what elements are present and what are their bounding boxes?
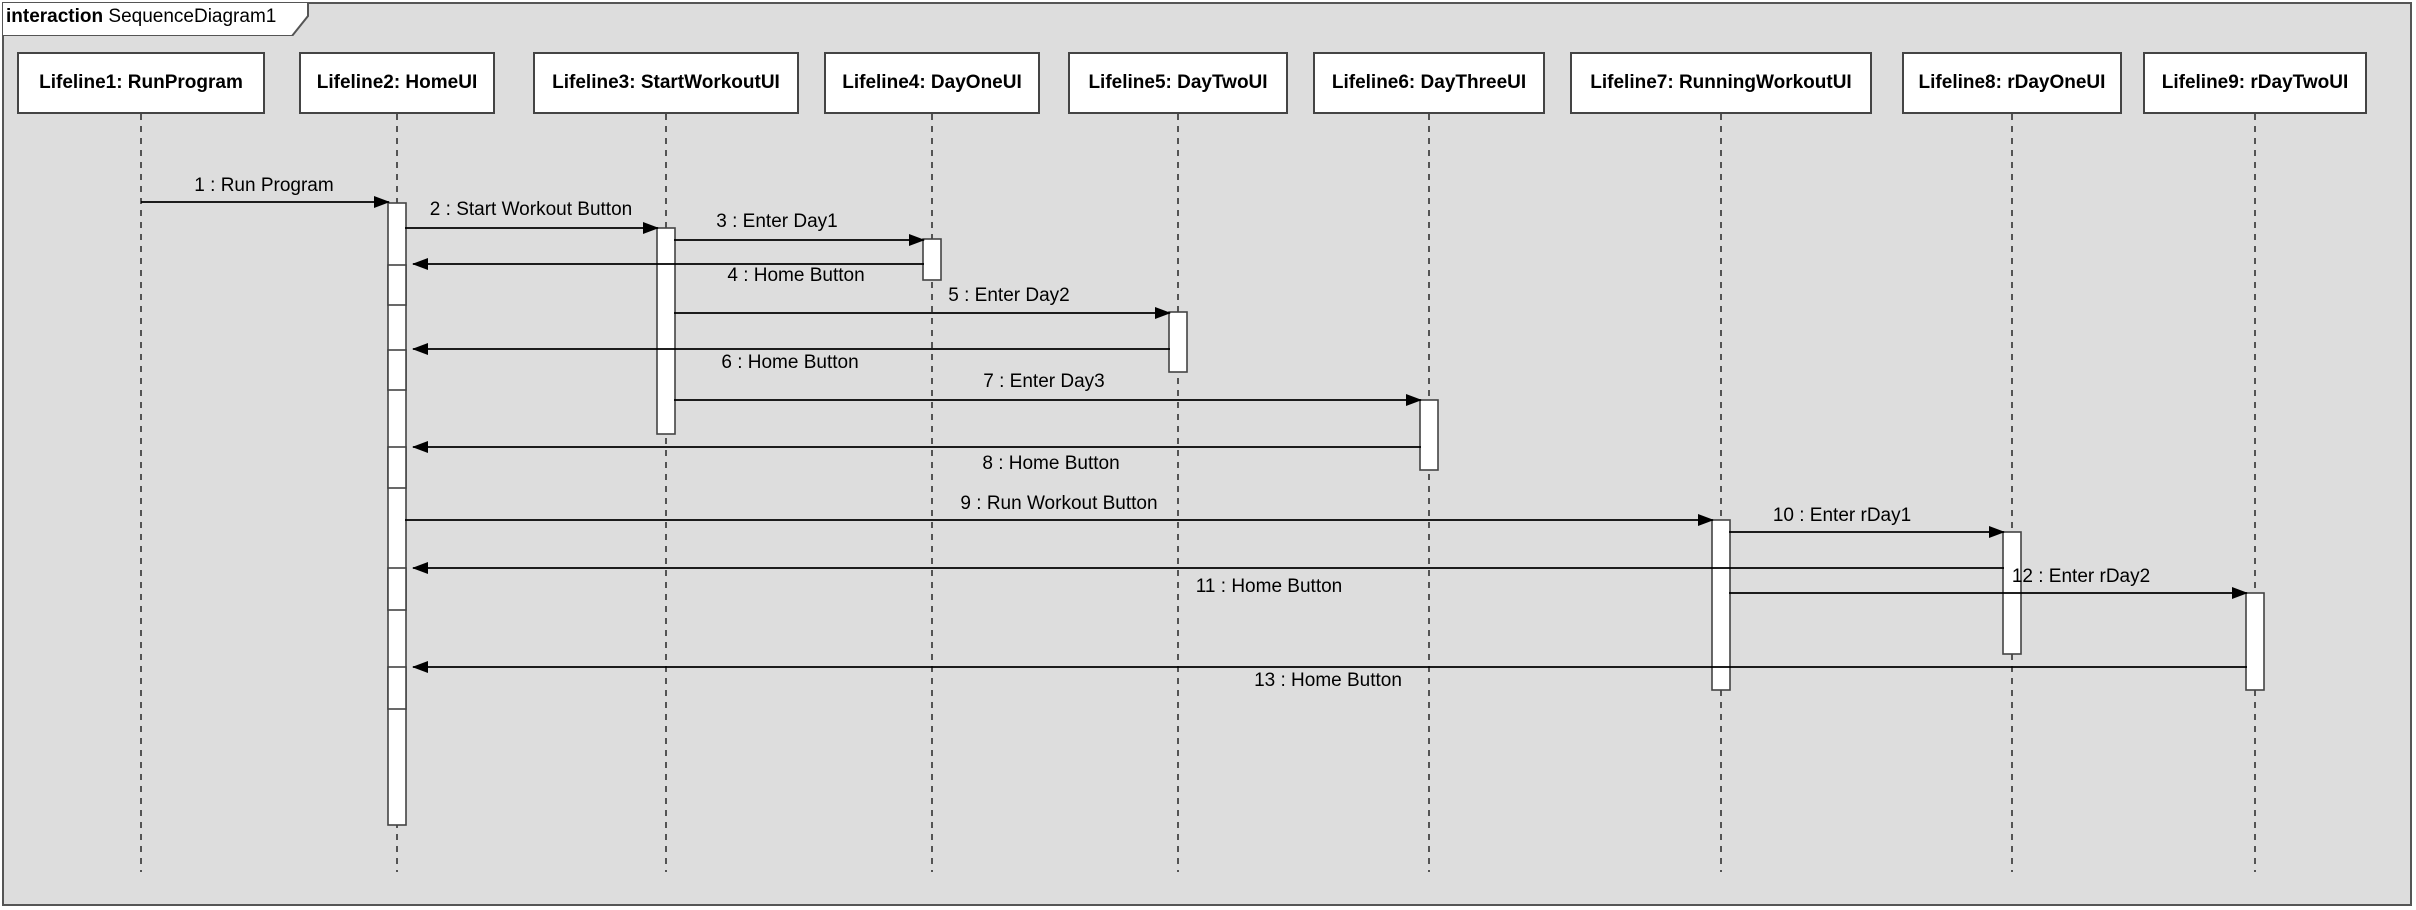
message-label-12: 12 : Enter rDay2 [2011, 566, 2151, 587]
lifeline-head-2: Lifeline2: HomeUI [299, 52, 495, 114]
message-label-9: 9 : Run Workout Button [960, 493, 1158, 514]
activation-bar [387, 264, 407, 306]
activation-bar [387, 666, 407, 710]
lifeline-head-4: Lifeline4: DayOneUI [824, 52, 1040, 114]
lifeline-head-7: Lifeline7: RunningWorkoutUI [1570, 52, 1872, 114]
lifeline-head-1: Lifeline1: RunProgram [17, 52, 265, 114]
lifeline-head-8: Lifeline8: rDayOneUI [1902, 52, 2122, 114]
activation-bar [2245, 592, 2265, 691]
message-label-11: 11 : Home Button [1195, 576, 1343, 597]
lifeline-head-6: Lifeline6: DayThreeUI [1313, 52, 1545, 114]
message-label-13: 13 : Home Button [1254, 670, 1402, 691]
frame-tab [2, 2, 309, 36]
frame-title: interaction SequenceDiagram1 [6, 6, 276, 28]
lifeline-head-5: Lifeline5: DayTwoUI [1068, 52, 1288, 114]
message-label-2: 2 : Start Workout Button [429, 199, 633, 220]
lifeline-head-9: Lifeline9: rDayTwoUI [2143, 52, 2367, 114]
activation-bar [387, 349, 407, 391]
message-label-6: 6 : Home Button [721, 352, 859, 373]
activation-bar [1419, 399, 1439, 471]
message-label-5: 5 : Enter Day2 [948, 285, 1070, 306]
message-label-3: 3 : Enter Day1 [716, 211, 838, 232]
activation-bar [387, 446, 407, 489]
message-label-1: 1 : Run Program [194, 175, 334, 196]
activation-bar [387, 567, 407, 611]
message-label-7: 7 : Enter Day3 [983, 371, 1105, 392]
message-label-4: 4 : Home Button [727, 265, 865, 286]
message-label-10: 10 : Enter rDay1 [1772, 505, 1912, 526]
message-label-8: 8 : Home Button [982, 453, 1120, 474]
activation-bar [1168, 311, 1188, 373]
frame-name: SequenceDiagram1 [108, 6, 277, 27]
activation-bar [1711, 519, 1731, 691]
lifeline-head-3: Lifeline3: StartWorkoutUI [533, 52, 799, 114]
frame-keyword: interaction [6, 6, 104, 27]
activation-bar [656, 227, 676, 435]
activation-bar [922, 238, 942, 281]
